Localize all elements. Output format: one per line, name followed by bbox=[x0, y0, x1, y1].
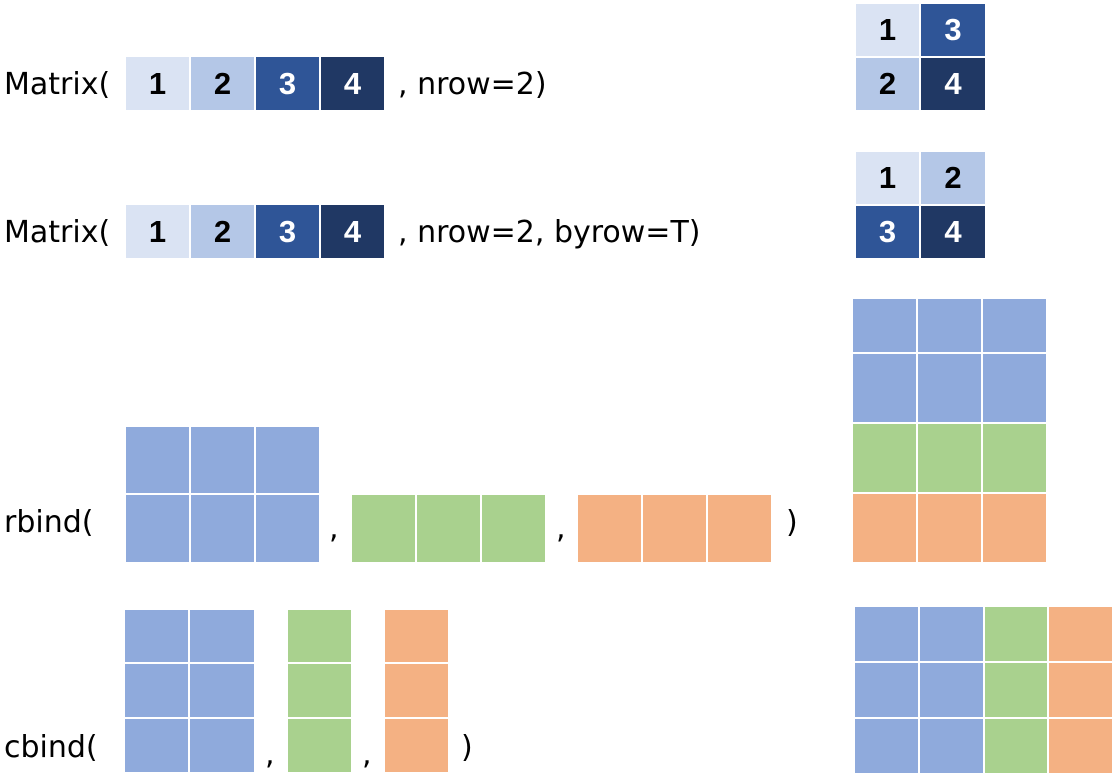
blue-cell bbox=[920, 719, 983, 773]
blue-cell bbox=[191, 427, 254, 493]
orange-cell bbox=[708, 495, 771, 562]
input-cell: 3 bbox=[256, 205, 319, 258]
orange-cell bbox=[578, 495, 641, 562]
cbind-separator: , bbox=[362, 737, 372, 772]
orange-cell bbox=[918, 494, 981, 562]
green-cell bbox=[983, 424, 1046, 492]
blue-cell bbox=[125, 610, 188, 662]
blue-cell bbox=[920, 663, 983, 717]
rbind-prefix: rbind( bbox=[4, 505, 94, 540]
result-cell: 3 bbox=[921, 4, 985, 56]
rbind-separator: , bbox=[329, 511, 339, 546]
green-cell bbox=[417, 495, 480, 562]
blue-cell bbox=[190, 610, 254, 662]
matrix-rowwise-prefix: Matrix( bbox=[4, 215, 111, 250]
blue-cell bbox=[983, 299, 1046, 352]
blue-cell bbox=[190, 719, 254, 772]
green-cell bbox=[918, 424, 981, 492]
matrix-rowwise-suffix: , nrow=2, byrow=T) bbox=[398, 215, 701, 250]
blue-cell bbox=[256, 427, 319, 493]
input-cell: 3 bbox=[256, 57, 319, 110]
input-cell: 1 bbox=[126, 205, 189, 258]
green-cell bbox=[352, 495, 415, 562]
input-cell: 4 bbox=[321, 205, 384, 258]
result-cell: 1 bbox=[856, 4, 919, 56]
input-cell: 2 bbox=[191, 57, 254, 110]
orange-cell bbox=[853, 494, 916, 562]
orange-cell bbox=[1049, 607, 1112, 661]
blue-cell bbox=[855, 663, 918, 717]
blue-cell bbox=[855, 607, 918, 661]
blue-cell bbox=[256, 495, 319, 562]
input-cell: 4 bbox=[321, 57, 384, 110]
blue-cell bbox=[125, 664, 188, 717]
orange-cell bbox=[385, 719, 448, 772]
blue-cell bbox=[918, 299, 981, 352]
result-cell: 4 bbox=[921, 206, 985, 258]
orange-cell bbox=[385, 664, 448, 717]
green-cell bbox=[985, 719, 1047, 773]
blue-cell bbox=[853, 299, 916, 352]
green-cell bbox=[288, 664, 351, 717]
result-cell: 2 bbox=[921, 152, 985, 204]
green-cell bbox=[853, 424, 916, 492]
result-cell: 1 bbox=[856, 152, 919, 204]
result-cell: 4 bbox=[921, 58, 985, 110]
green-cell bbox=[985, 663, 1047, 717]
orange-cell bbox=[1049, 663, 1112, 717]
blue-cell bbox=[855, 719, 918, 773]
matrix-colwise-suffix: , nrow=2) bbox=[398, 67, 547, 102]
rbind-separator: , bbox=[556, 511, 566, 546]
result-cell: 2 bbox=[856, 58, 919, 110]
matrix-colwise-prefix: Matrix( bbox=[4, 67, 111, 102]
green-cell bbox=[482, 495, 545, 562]
blue-cell bbox=[125, 719, 188, 772]
orange-cell bbox=[983, 494, 1046, 562]
input-cell: 2 bbox=[191, 205, 254, 258]
blue-cell bbox=[191, 495, 254, 562]
blue-cell bbox=[126, 427, 189, 493]
orange-cell bbox=[1049, 719, 1112, 773]
rbind-close: ) bbox=[786, 505, 798, 540]
blue-cell bbox=[983, 354, 1046, 422]
blue-cell bbox=[126, 495, 189, 562]
green-cell bbox=[288, 719, 351, 772]
blue-cell bbox=[918, 354, 981, 422]
cbind-separator: , bbox=[265, 737, 275, 772]
blue-cell bbox=[853, 354, 916, 422]
blue-cell bbox=[190, 664, 254, 717]
blue-cell bbox=[920, 607, 983, 661]
result-cell: 3 bbox=[856, 206, 919, 258]
orange-cell bbox=[385, 610, 448, 662]
cbind-prefix: cbind( bbox=[4, 730, 98, 765]
green-cell bbox=[985, 607, 1047, 661]
cbind-close: ) bbox=[461, 730, 473, 765]
orange-cell bbox=[643, 495, 706, 562]
input-cell: 1 bbox=[126, 57, 189, 110]
green-cell bbox=[288, 610, 351, 662]
